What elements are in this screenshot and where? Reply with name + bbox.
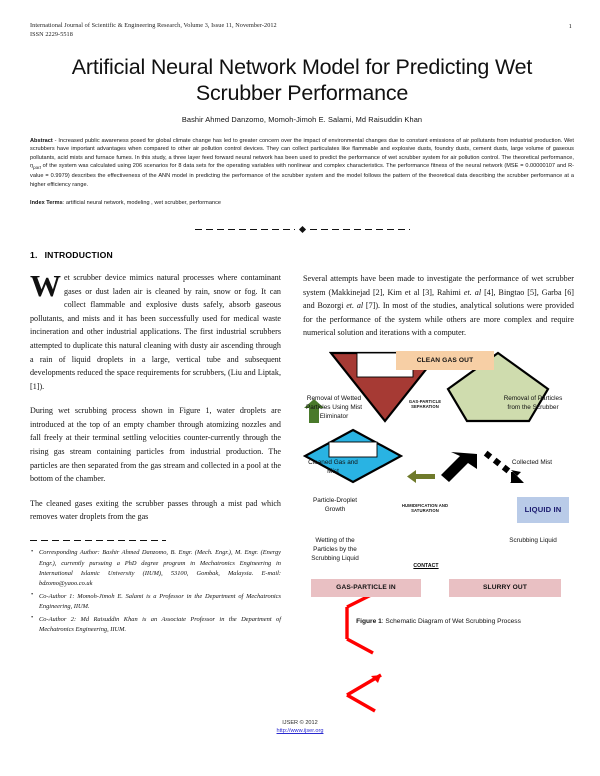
slurry-outlet-arrow-icon (483, 450, 524, 483)
label-particle-droplet-growth: Particle-Droplet Growth (312, 496, 358, 513)
page-title: Artificial Neural Network Model for Pred… (71, 54, 533, 105)
abstract-label: Abstract (30, 138, 53, 145)
liquid-in-left-arrow-icon (407, 469, 435, 483)
related-work-paragraph: Several attempts have been made to inves… (303, 272, 574, 340)
related-work-text-b: [4], Bingtao [5], Garba [6] and Bozorgi (303, 287, 574, 311)
journal-title-line: International Journal of Scientific & En… (30, 22, 277, 29)
index-terms-value: : artificial neural network, modeling , … (62, 199, 222, 206)
intro-paragraph-1-text: et scrubber device mimics natural proces… (30, 272, 281, 391)
label-wetting-of-particles: Wetting of the Particles by the Scrubbin… (311, 536, 359, 562)
footnote-item: Co-Author 1: Momoh-Jimoh E. Salami is a … (30, 591, 281, 613)
index-terms-label: Index Terms (30, 199, 63, 206)
separator-diamond-icon (298, 226, 306, 234)
citation-etal-2: et. al (346, 301, 364, 311)
node-slurry-out: SLURRY OUT (449, 578, 561, 597)
abstract-block: Abstract - Increased public awareness po… (30, 137, 574, 189)
abstract-text-part2: of the system was calculated using 206 s… (30, 163, 574, 188)
node-liquid-in-label: LIQUID IN (524, 505, 562, 515)
section-title: INTRODUCTION (44, 249, 113, 260)
footnote-list: Corresponding Author: Bashir Ahmed Danzo… (30, 548, 281, 635)
journal-header-text: International Journal of Scientific & En… (30, 22, 277, 40)
index-terms: Index Terms: artificial neural network, … (30, 200, 574, 206)
figure-1: CLEAN GAS OUT GAS-PARTICLE SEPARATION (302, 350, 574, 713)
related-work-text-c: [7]). In most of the studies, analytical… (303, 301, 574, 338)
figure-caption: Figure 1: Schematic Diagram of Wet Scrub… (303, 617, 574, 626)
node-slurry-out-label: SLURRY OUT (483, 584, 527, 592)
footer-url-link[interactable]: http://www.ijser.org (276, 728, 324, 735)
gas-particle-inlet-arrow-icon (441, 451, 477, 482)
label-collected-mist: Collected Mist (511, 458, 553, 466)
abstract-text-part1: Increased public awareness posed for glo… (30, 138, 574, 161)
author-list: Bashir Ahmed Danzomo, Momoh-Jimoh E. Sal… (181, 115, 423, 125)
node-contact-shape (302, 428, 404, 484)
node-contact-label: CONTACT (413, 562, 439, 569)
footnote-item: Corresponding Author: Bashir Ahmed Danzo… (30, 548, 281, 590)
page-footer: IJSER © 2012 http://www.ijser.org (0, 719, 600, 736)
collected-mist-flow-path (303, 756, 574, 776)
node-humidification-label: HUMIDIFICATION AND SATURATION (401, 502, 449, 514)
page-number: 1 (568, 23, 572, 30)
abstract-dash: - (52, 138, 59, 145)
section-number: 1. (30, 249, 38, 260)
scrubber-schematic-diagram: CLEAN GAS OUT GAS-PARTICLE SEPARATION (302, 350, 574, 713)
label-removal-wetted-particles: Removal of Wetted Particles Using Mist E… (305, 394, 363, 420)
abstract-eta-subscript: part (33, 165, 41, 171)
node-gas-particle-separation-label: GAS-PARTICLE SEPARATION (408, 398, 442, 410)
figure-caption-text: : Schematic Diagram of Wet Scrubbing Pro… (381, 617, 521, 625)
label-cleaned-gas-and-mist: Cleaned Gas and Mist (308, 458, 358, 475)
label-scrubbing-liquid: Scrubbing Liquid (509, 536, 557, 544)
related-work-text-a: Several attempts have been made to inves… (303, 273, 574, 297)
footer-copyright: IJSER © 2012 (282, 719, 318, 726)
cleaned-gas-flow-path (345, 585, 388, 713)
intro-paragraph-2: During wet scrubbing process shown in Fi… (30, 406, 281, 484)
node-humidification-shape (446, 351, 550, 423)
section-separator (194, 224, 410, 236)
journal-header: International Journal of Scientific & En… (30, 22, 574, 40)
clean-gas-up-arrow-icon (304, 398, 324, 423)
node-gas-particle-in: GAS-PARTICLE IN (311, 578, 421, 597)
footnote-item: Co-Author 2: Md Raisuddin Khan is an Ass… (30, 614, 281, 636)
figure-caption-label: Figure 1 (356, 617, 382, 625)
section-heading-introduction: 1. INTRODUCTION (30, 250, 281, 260)
label-removal-particles-scrubber: Removal of Particles from the Scrubber (503, 394, 563, 411)
separator-dash-left (194, 229, 295, 231)
node-clean-gas-out: CLEAN GAS OUT (396, 350, 494, 370)
citation-etal-1: et. al (463, 287, 482, 297)
footnote-divider (30, 540, 166, 542)
node-gas-particle-in-label: GAS-PARTICLE IN (336, 584, 396, 592)
right-column: Several attempts have been made to inves… (302, 250, 574, 713)
abstract-eta-symbol: η (30, 163, 34, 170)
journal-issn: ISSN 2229-5518 (30, 30, 73, 38)
node-clean-gas-out-label: CLEAN GAS OUT (416, 356, 474, 364)
drop-cap: W (30, 267, 62, 303)
intro-paragraph-3: The cleaned gases exiting the scrubber p… (30, 498, 281, 522)
separator-dash-right (309, 229, 410, 231)
node-liquid-in: LIQUID IN (517, 496, 569, 523)
